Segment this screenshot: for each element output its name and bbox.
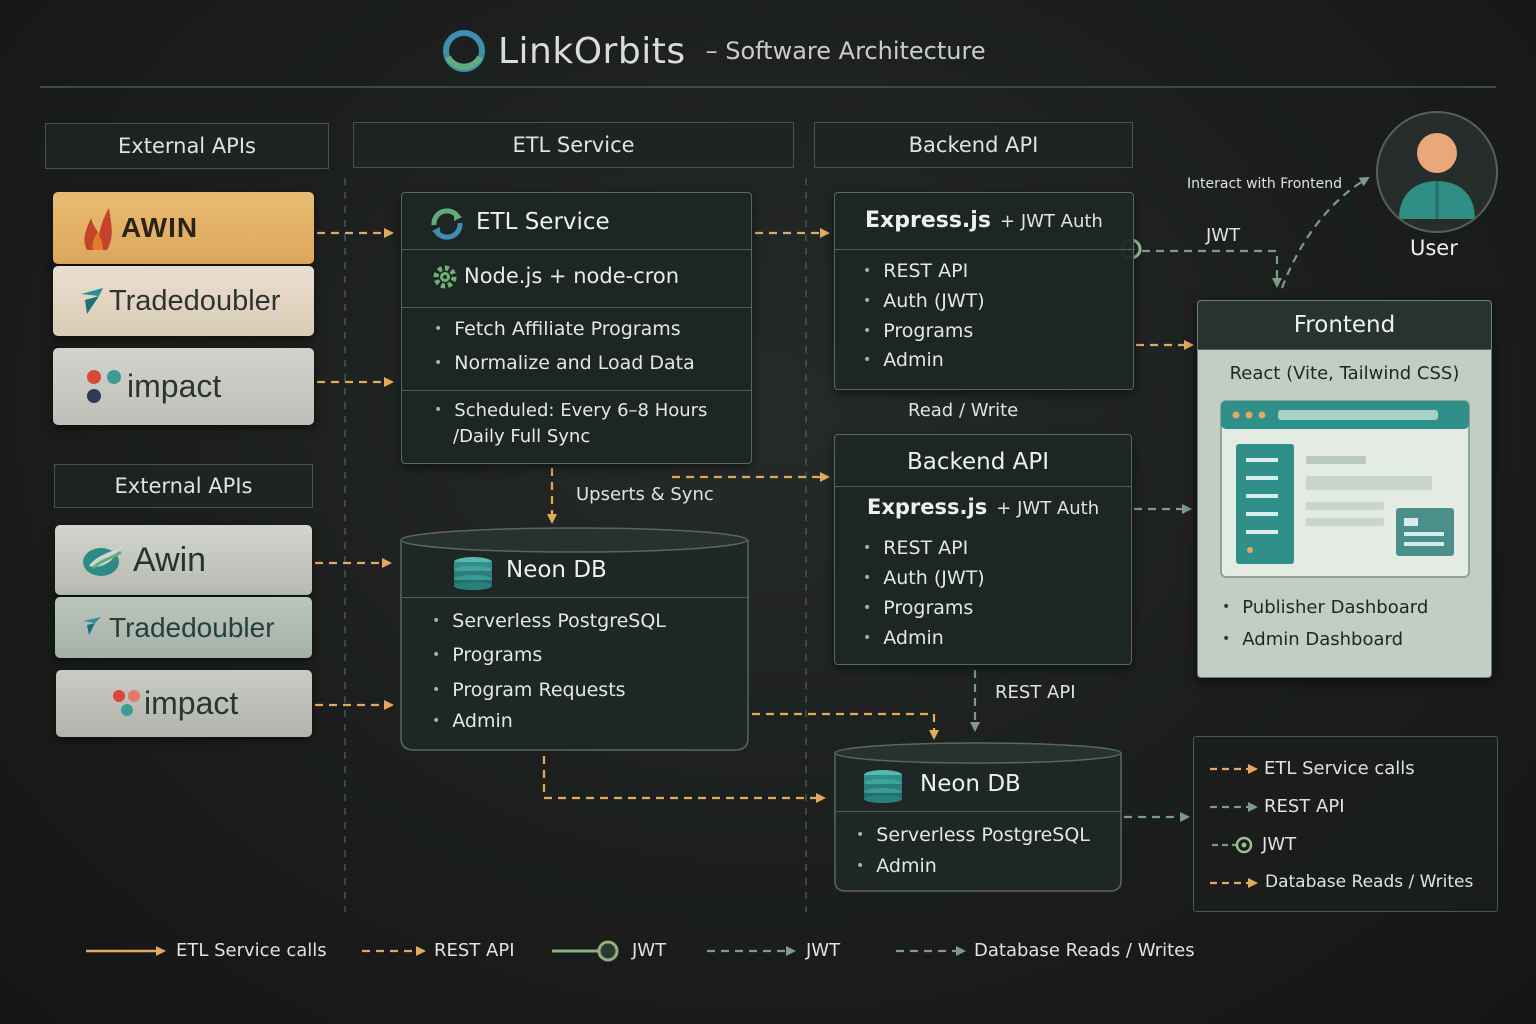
flow-label-read-write: Read / Write xyxy=(908,400,1019,421)
frontend-stack: React (Vite, Tailwind CSS) xyxy=(1229,363,1460,384)
provider-name-tradedoubler-2: Tradedoubler xyxy=(109,611,275,643)
list-item: Admin xyxy=(856,855,937,877)
database-icon xyxy=(864,770,902,803)
backend-2-auth: + JWT Auth xyxy=(996,498,1100,519)
provider-name-awin-2: Awin xyxy=(133,540,207,579)
column-header-external-apis-2: External APIs xyxy=(54,464,313,508)
provider-name-awin: AWIN xyxy=(121,212,199,243)
etl-service-title: ETL Service xyxy=(476,209,610,235)
legend-box xyxy=(1193,736,1498,912)
provider-card-tradedoubler: Tradedoubler xyxy=(53,266,314,336)
neon-db-2-title: Neon DB xyxy=(920,771,1021,797)
interact-label: Interact with Frontend xyxy=(1187,176,1343,192)
list-item: Serverless PostgreSQL xyxy=(856,824,1090,846)
arrow-db1-to-db2-bottom xyxy=(542,756,826,803)
backend-api-box-1: Express.js + JWT Auth REST API Auth (JWT… xyxy=(834,192,1134,390)
legend-box-db-label: Database Reads / Writes xyxy=(1265,872,1474,892)
list-item: Programs xyxy=(863,320,973,342)
user-avatar xyxy=(1376,111,1498,233)
neon-db-1-list: Serverless PostgreSQL Programs Program R… xyxy=(432,610,732,740)
schedule-line-2: /Daily Full Sync xyxy=(453,426,591,447)
neon-db-2: Neon DB Serverless PostgreSQL Admin xyxy=(834,741,1122,893)
provider-name-tradedoubler: Tradedoubler xyxy=(109,284,281,317)
title-divider xyxy=(40,86,1496,88)
list-item: Admin xyxy=(863,627,944,649)
dashboard-preview-icon xyxy=(1220,400,1470,578)
page-subtitle: – Software Architecture xyxy=(705,37,986,65)
user-label: User xyxy=(1410,236,1458,260)
flow-label-upserts: Upserts & Sync xyxy=(576,484,714,505)
tradedoubler-logo-icon xyxy=(81,288,103,314)
refresh-cycle-icon xyxy=(431,208,463,240)
list-item: REST API xyxy=(863,260,968,282)
user-icon xyxy=(1399,133,1475,219)
gear-icon xyxy=(433,265,457,289)
list-item: Publisher Dashboard xyxy=(1222,597,1428,618)
column-header-external-apis: External APIs xyxy=(45,123,329,169)
impact-dots-icon xyxy=(87,369,121,403)
provider-card-awin-2: Awin xyxy=(55,525,312,595)
neon-db-2-list: Serverless PostgreSQL Admin xyxy=(856,824,1116,884)
backend-2-list: REST API Auth (JWT) Programs Admin xyxy=(863,537,1123,657)
provider-card-impact-2: impact xyxy=(56,670,312,737)
column-header-backend-api: Backend API xyxy=(814,122,1133,168)
list-item: Auth (JWT) xyxy=(863,290,984,312)
backend-1-auth: + JWT Auth xyxy=(1000,211,1103,232)
list-item: Admin xyxy=(432,710,513,732)
provider-name-impact: impact xyxy=(127,368,222,404)
backend-api-box-2: Backend API Express.js + JWT Auth REST A… xyxy=(834,434,1132,665)
provider-card-impact: impact xyxy=(53,348,314,425)
arrow-db1-to-db2-top xyxy=(752,712,939,740)
legend-box-rest-label: REST API xyxy=(1264,796,1345,817)
legend-box-jwt-label: JWT xyxy=(1262,834,1297,855)
backend-2-title: Backend API xyxy=(907,449,1050,475)
schedule-line: Scheduled: Every 6–8 Hours xyxy=(434,400,707,421)
header: LinkOrbits – Software Architecture xyxy=(440,28,986,74)
column-header-etl-service: ETL Service xyxy=(353,122,794,168)
legend-box-etl-label: ETL Service calls xyxy=(1264,758,1415,779)
neon-db-1-title: Neon DB xyxy=(506,557,607,583)
awin-flame-icon xyxy=(84,208,112,250)
etl-runtime: Node.js + node-cron xyxy=(464,264,680,288)
impact-dots-icon xyxy=(113,689,140,716)
list-item: Auth (JWT) xyxy=(863,567,984,589)
backend-2-subtitle: Express.js + JWT Auth xyxy=(867,495,1099,519)
list-item: REST API xyxy=(863,537,968,559)
etl-schedule: Scheduled: Every 6–8 Hours /Daily Full S… xyxy=(434,400,744,456)
flow-label-rest-api: REST API xyxy=(995,682,1076,703)
database-icon xyxy=(454,557,492,590)
arrow-jwt-to-frontend xyxy=(1142,249,1282,288)
frontend-title: Frontend xyxy=(1198,301,1491,350)
provider-name-impact-2: impact xyxy=(144,685,239,721)
provider-card-tradedoubler-2: Tradedoubler xyxy=(55,597,312,658)
list-item: Admin xyxy=(863,349,944,371)
backend-1-list: REST API Auth (JWT) Programs Admin xyxy=(863,260,1123,384)
page-title: LinkOrbits xyxy=(498,30,686,72)
jwt-label: JWT xyxy=(1206,225,1241,246)
awin-swirl-icon xyxy=(83,546,123,576)
etl-task-list: Fetch Affiliate Programs Normalize and L… xyxy=(434,318,734,378)
neon-db-1: Neon DB Serverless PostgreSQL Programs P… xyxy=(400,526,749,752)
list-item: Fetch Affiliate Programs xyxy=(434,318,680,340)
linkorbits-logo-icon xyxy=(443,30,485,72)
list-item: Program Requests xyxy=(432,679,625,701)
provider-card-awin: AWIN xyxy=(53,192,314,264)
list-item: Normalize and Load Data xyxy=(434,352,695,374)
arrow-interact-to-user xyxy=(1280,176,1370,289)
backend-1-title: Express.js + JWT Auth xyxy=(865,208,1103,233)
list-item: Serverless PostgreSQL xyxy=(432,610,666,632)
list-item: Programs xyxy=(432,644,542,666)
list-item: Programs xyxy=(863,597,973,619)
etl-service-box: ETL Service Node.js + node-cron Fetch Af… xyxy=(401,192,752,464)
frontend-box: Frontend React (Vite, Tailwind CSS) Publ… xyxy=(1197,300,1492,678)
list-item: Admin Dashboard xyxy=(1222,629,1403,650)
backend-2-framework: Express.js xyxy=(867,495,988,519)
tradedoubler-logo-icon xyxy=(83,616,101,635)
backend-1-framework: Express.js xyxy=(865,208,991,233)
